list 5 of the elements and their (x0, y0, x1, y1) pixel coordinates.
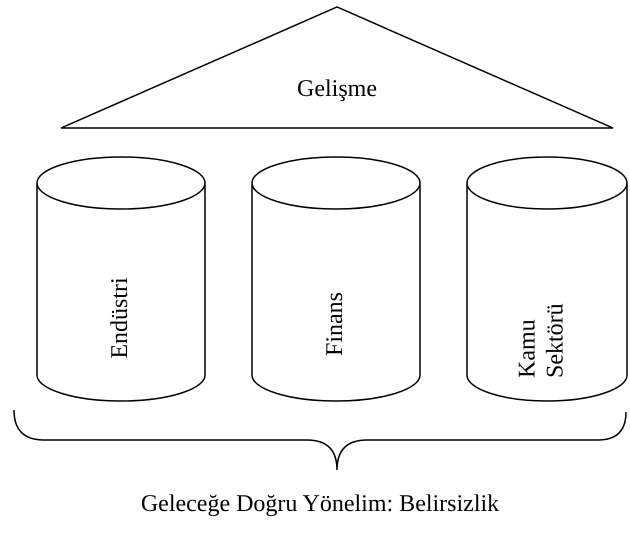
pillar-label: Endüstri (107, 277, 134, 359)
caption-text: Geleceğe Doğru Yönelim: Belirsizlik (140, 491, 500, 519)
pillar-label: Finans (322, 292, 350, 356)
pillar-label: Kamu Sektörü (514, 302, 569, 378)
roof-title: Gelişme (297, 76, 377, 104)
